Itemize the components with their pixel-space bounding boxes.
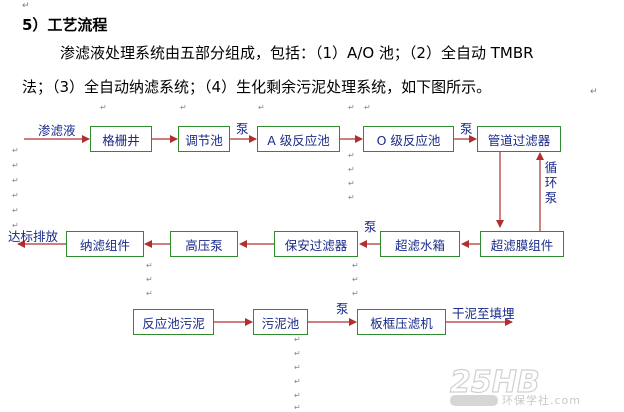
input-label: 渗滤液 bbox=[38, 123, 76, 138]
svg-text:↵: ↵ bbox=[146, 289, 153, 298]
svg-text:↵: ↵ bbox=[12, 161, 19, 170]
svg-text:↵: ↵ bbox=[146, 261, 153, 270]
svg-text:↵: ↵ bbox=[294, 335, 301, 344]
box-label: 超滤水箱 bbox=[394, 237, 445, 253]
box-label: 高压泵 bbox=[185, 237, 223, 253]
box-label: 保安过滤器 bbox=[284, 237, 348, 253]
box-sludge-tank: 污泥池 bbox=[253, 309, 308, 335]
svg-text:↵: ↵ bbox=[12, 146, 19, 155]
box-label: 超滤膜组件 bbox=[490, 237, 554, 253]
svg-text:↵: ↵ bbox=[352, 289, 359, 298]
paragraph-line-1: 渗滤液处理系统由五部分组成，包括：（1）A/O 池；（2）全自动 TMBR bbox=[60, 44, 534, 62]
site-watermark: 25HB 环保学社.com bbox=[446, 362, 616, 408]
pump-label: 泵 bbox=[364, 219, 377, 234]
svg-text:↵: ↵ bbox=[12, 176, 19, 185]
svg-text:↵: ↵ bbox=[348, 103, 355, 112]
box-reactor-sludge: 反应池污泥 bbox=[133, 309, 214, 335]
box-label: 调节池 bbox=[185, 132, 223, 148]
paragraph-line-2: 法；（3）全自动纳滤系统；（4）生化剩余污泥处理系统，如下图所示。 bbox=[22, 78, 492, 96]
box-label: 纳滤组件 bbox=[79, 237, 130, 253]
pump-label: 泵 bbox=[460, 121, 473, 136]
box-uf-module: 超滤膜组件 bbox=[480, 231, 564, 257]
box-o-reactor: O 级反应池 bbox=[363, 126, 454, 152]
box-label: A 级反应池 bbox=[267, 132, 330, 148]
svg-text:↵: ↵ bbox=[348, 193, 355, 202]
svg-text:↵: ↵ bbox=[180, 103, 187, 112]
discharge-label: 达标排放 bbox=[8, 229, 59, 244]
watermark-logo-text: 25HB bbox=[450, 365, 540, 400]
box-label: 板框压滤机 bbox=[370, 315, 433, 331]
svg-text:↵: ↵ bbox=[352, 261, 359, 270]
svg-text:↵: ↵ bbox=[12, 221, 19, 230]
box-a-reactor: A 级反应池 bbox=[257, 126, 340, 152]
box-regulating-tank: 调节池 bbox=[178, 126, 230, 152]
section-heading: 5）工艺流程 bbox=[22, 16, 108, 34]
svg-text:↵: ↵ bbox=[294, 391, 301, 400]
svg-text:↵: ↵ bbox=[12, 191, 19, 200]
box-filter-press: 板框压滤机 bbox=[357, 309, 446, 335]
watermark-site-text: 环保学社.com bbox=[502, 394, 581, 407]
paragraph-mark: ↵ bbox=[22, 1, 30, 11]
box-uf-tank: 超滤水箱 bbox=[380, 231, 460, 257]
box-label: O 级反应池 bbox=[376, 132, 441, 148]
circulation-pump-label: 循环泵 bbox=[544, 160, 558, 205]
svg-text:↵: ↵ bbox=[348, 179, 355, 188]
dry-sludge-label: 干泥至填埋 bbox=[452, 306, 515, 321]
box-pipe-filter: 管道过滤器 bbox=[477, 126, 561, 152]
svg-text:↵: ↵ bbox=[12, 206, 19, 215]
svg-text:↵: ↵ bbox=[294, 377, 301, 386]
svg-text:↵: ↵ bbox=[348, 165, 355, 174]
svg-text:↵: ↵ bbox=[348, 151, 355, 160]
svg-text:↵: ↵ bbox=[146, 275, 153, 284]
box-label: 污泥池 bbox=[261, 315, 300, 331]
svg-text:↵: ↵ bbox=[258, 103, 265, 112]
pump-label: 泵 bbox=[336, 301, 349, 316]
svg-text:↵: ↵ bbox=[364, 103, 371, 112]
box-label: 反应池污泥 bbox=[142, 315, 205, 331]
box-grille-well: 格栅井 bbox=[90, 126, 152, 152]
box-high-pressure-pump: 高压泵 bbox=[170, 231, 238, 257]
box-label: 格栅井 bbox=[102, 132, 140, 148]
paragraph-mark: ↵ bbox=[590, 87, 598, 97]
svg-text:↵: ↵ bbox=[294, 363, 301, 372]
svg-text:↵: ↵ bbox=[294, 349, 301, 358]
box-nf-module: 纳滤组件 bbox=[66, 231, 144, 257]
svg-text:↵: ↵ bbox=[294, 403, 301, 412]
watermark-logo-icon: 25HB bbox=[449, 364, 540, 406]
svg-text:↵: ↵ bbox=[352, 275, 359, 284]
svg-text:↵: ↵ bbox=[100, 103, 107, 112]
pump-label: 泵 bbox=[236, 121, 249, 136]
box-label: 管道过滤器 bbox=[487, 132, 551, 148]
box-security-filter: 保安过滤器 bbox=[274, 231, 358, 257]
